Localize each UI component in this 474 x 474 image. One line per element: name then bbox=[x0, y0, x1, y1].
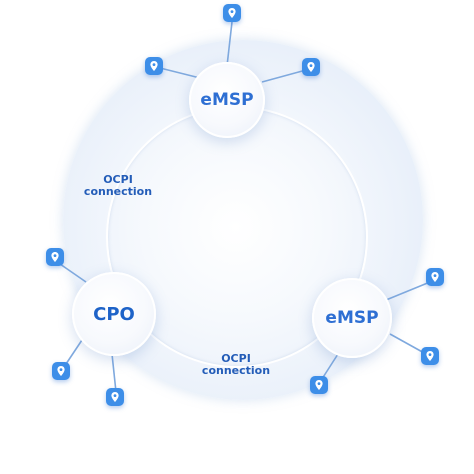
connection-label-bottom: OCPI connection bbox=[193, 353, 279, 377]
location-pin-icon bbox=[223, 4, 241, 22]
connection-label-line: connection bbox=[83, 185, 153, 198]
connector-line bbox=[385, 281, 431, 301]
location-pin-icon bbox=[302, 58, 320, 76]
location-pin-icon bbox=[106, 388, 124, 406]
connection-label-line: connection bbox=[201, 364, 271, 377]
location-pin-icon bbox=[426, 268, 444, 286]
connection-label-line: OCPI bbox=[103, 173, 133, 186]
emsp-node-top: eMSP bbox=[189, 62, 265, 138]
node-label: eMSP bbox=[200, 90, 254, 110]
connector-line bbox=[261, 69, 307, 83]
connector-line bbox=[226, 21, 233, 67]
location-pin-icon bbox=[421, 347, 439, 365]
location-pin-icon bbox=[310, 376, 328, 394]
emsp-node-right: eMSP bbox=[312, 278, 392, 358]
location-pin-icon bbox=[145, 57, 163, 75]
connector-line bbox=[389, 333, 427, 355]
connector-line bbox=[159, 67, 201, 79]
connector-line bbox=[111, 353, 117, 393]
connection-label-line: OCPI bbox=[221, 352, 251, 365]
location-pin-icon bbox=[46, 248, 64, 266]
node-label: CPO bbox=[93, 303, 135, 325]
connection-label-left: OCPI connection bbox=[76, 174, 160, 198]
node-label: eMSP bbox=[325, 308, 379, 328]
cpo-node: CPO bbox=[72, 272, 156, 356]
connector-line bbox=[59, 263, 87, 283]
location-pin-icon bbox=[52, 362, 70, 380]
